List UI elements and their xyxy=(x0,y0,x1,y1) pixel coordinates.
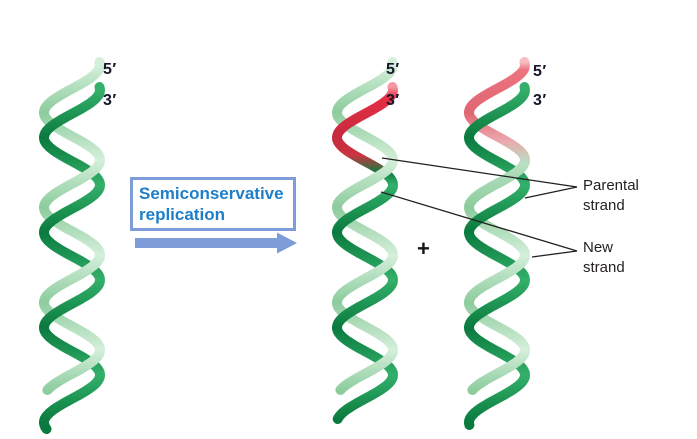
new-strand-pointer-2 xyxy=(531,250,578,258)
parental-helix-3prime-label: 3′ xyxy=(103,92,117,109)
light-strand xyxy=(463,57,531,395)
parental-dna-helix xyxy=(38,57,106,434)
process-box: Semiconservative replication xyxy=(130,177,296,231)
daughter1-helix-5prime-label: 5′ xyxy=(386,61,400,78)
parental-strand-pointer-2 xyxy=(524,186,578,199)
parental-helix-5prime-label: 5′ xyxy=(103,61,117,78)
light-strand xyxy=(331,57,399,395)
new-strand-label-line1: New xyxy=(583,239,614,256)
parental-strand-label-line2: strand xyxy=(583,197,625,214)
daughter2-helix-5prime-label: 5′ xyxy=(533,63,547,80)
light-strand-crossing xyxy=(70,350,105,378)
light-strand-crossing xyxy=(495,350,530,378)
dark-strand xyxy=(38,82,106,434)
replication-arrow xyxy=(135,232,297,254)
parental-strand-label-line1: Parental xyxy=(583,177,639,194)
light-strand xyxy=(38,57,106,395)
light-strand-crossing xyxy=(495,160,530,188)
parental-strand-pointer-1 xyxy=(381,157,578,188)
light-strand-crossing xyxy=(363,160,398,188)
daughter-helix-1 xyxy=(331,57,399,424)
light-strand-crossing xyxy=(363,255,398,283)
parental-strand-label: Parental strand xyxy=(583,176,639,216)
light-strand-crossing xyxy=(70,160,105,188)
daughter2-helix-3prime-label: 3′ xyxy=(533,92,547,109)
process-label-line1: Semiconservative xyxy=(139,184,284,203)
dark-strand xyxy=(463,82,531,430)
plus-sign: + xyxy=(417,236,430,261)
light-strand-crossing xyxy=(70,255,105,283)
new-strand-label-line2: strand xyxy=(583,259,625,276)
light-strand-crossing xyxy=(495,255,530,283)
daughter1-helix-3prime-label: 3′ xyxy=(386,92,400,109)
process-label-line2: replication xyxy=(139,205,225,224)
daughter-helix-2 xyxy=(463,57,531,430)
new-strand-pointer-1 xyxy=(380,191,578,252)
new-strand-label: New strand xyxy=(583,238,625,278)
light-strand-crossing xyxy=(363,350,398,378)
